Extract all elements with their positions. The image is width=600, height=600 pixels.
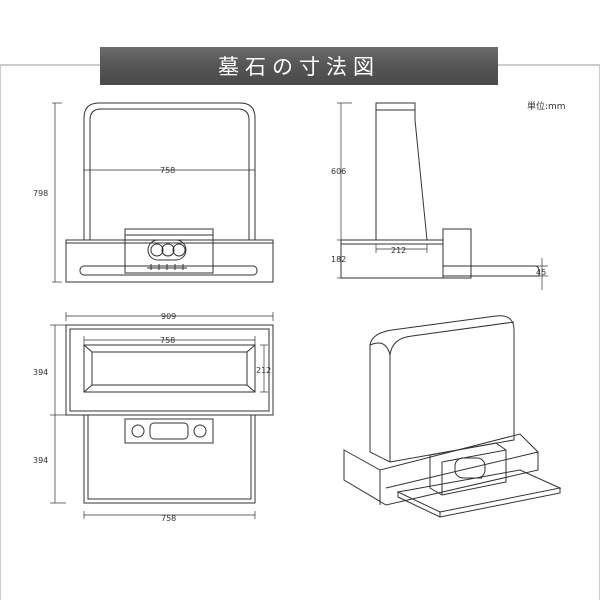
side-monument — [375, 102, 428, 241]
isometric-view — [343, 315, 562, 518]
front-height-label: 798 — [33, 189, 48, 198]
unit-label: 単位:mm — [527, 102, 566, 112]
side-view — [340, 102, 540, 279]
top-view — [65, 324, 274, 504]
front-incense-unit — [124, 228, 214, 274]
front-width-label: 758 — [160, 166, 175, 175]
side-step-height-label: 45 — [536, 268, 546, 277]
top-rear-area — [83, 414, 256, 504]
front-monument — [83, 102, 256, 240]
top-rear-width-label: 758 — [161, 514, 176, 523]
diagram-title: 墓石の寸法図 — [100, 47, 498, 85]
top-rear-depth-label: 394 — [33, 456, 48, 465]
front-dimensions — [52, 102, 256, 283]
iso-incense-unit — [429, 442, 507, 496]
side-lower-height-label: 182 — [331, 255, 346, 264]
front-base — [65, 239, 274, 283]
iso-monument — [369, 315, 515, 463]
top-front-depth-label: 394 — [33, 368, 48, 377]
side-upper-height-label: 606 — [331, 167, 346, 176]
top-incense-unit — [124, 418, 214, 444]
iso-base — [343, 433, 539, 506]
top-outer-width-label: 909 — [161, 312, 176, 321]
top-inner-depth-label: 212 — [256, 366, 271, 375]
top-dimensions — [50, 312, 274, 519]
front-view — [65, 102, 274, 283]
outer-frame — [0, 64, 600, 600]
side-dimensions — [337, 102, 548, 290]
top-stone — [83, 344, 256, 393]
top-inner-width-label: 758 — [160, 336, 175, 345]
side-stone-width-label: 212 — [391, 246, 406, 255]
